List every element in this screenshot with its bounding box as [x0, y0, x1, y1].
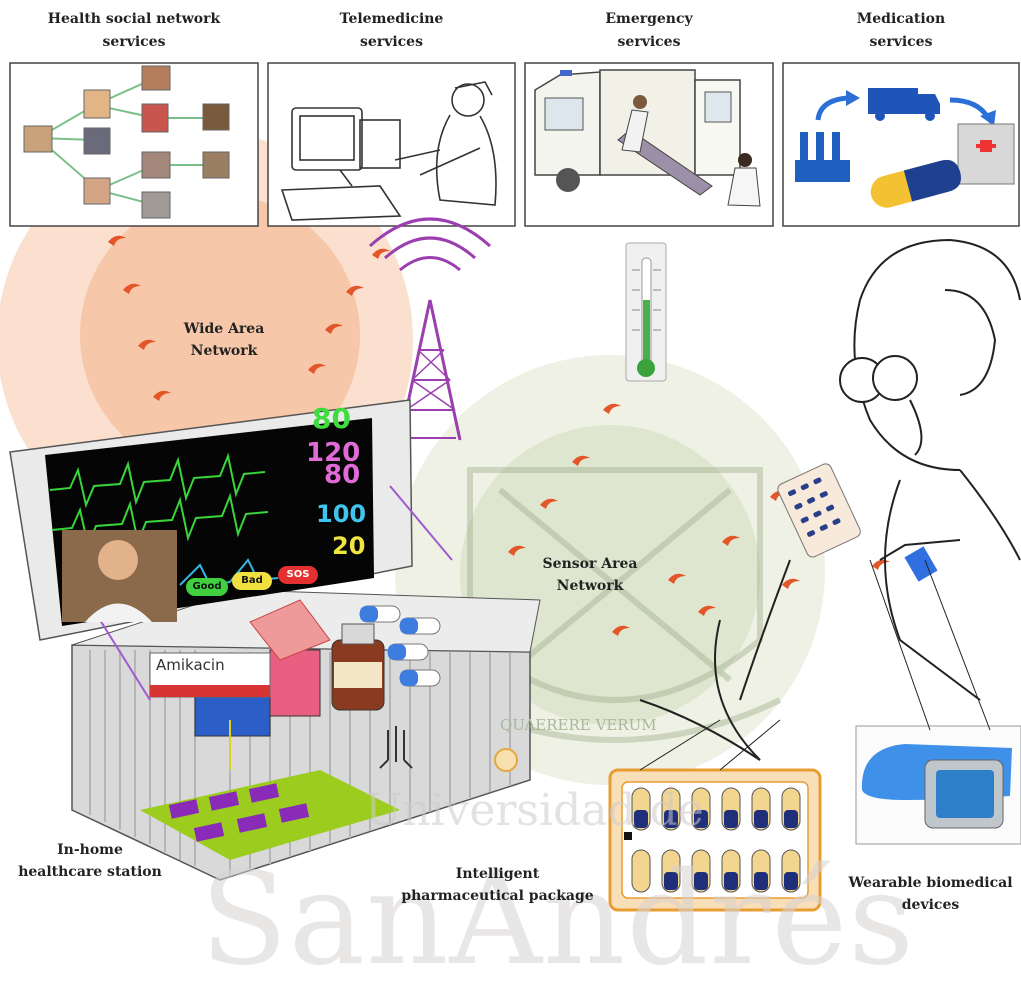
spo2-value: 100: [316, 500, 367, 528]
sos-button[interactable]: SOS: [278, 566, 318, 584]
wearable-label: Wearable biomedical devices: [848, 875, 1013, 913]
header-social: Health social network services: [47, 11, 221, 50]
watermark-university: Universidad de: [365, 785, 704, 836]
blister-pack: [249, 599, 331, 661]
san-label: Sensor Area Network: [542, 556, 638, 594]
wan-label: Wide Area Network: [183, 321, 265, 359]
telemedicine-sketch: [280, 81, 497, 221]
wan-inner-circle: [80, 195, 360, 475]
pill-capsule-icon: [870, 159, 962, 208]
capsule-grid: [624, 787, 801, 893]
panel-telemedicine: [267, 62, 516, 227]
wrist-sensor: [904, 546, 938, 582]
social-avatars: [23, 65, 230, 219]
heart-rate-value: 80: [312, 402, 351, 435]
arrow-to-truck: [815, 95, 849, 121]
san-inner-circle: [460, 425, 760, 725]
header-medication: Medication services: [856, 11, 946, 50]
station-dial: [494, 748, 518, 772]
ambulance-sketch: [534, 69, 761, 207]
good-button[interactable]: Good: [186, 578, 228, 596]
home-station-label: In-home healthcare station: [18, 842, 162, 880]
bp-diastolic-value: 80: [324, 460, 361, 490]
watermark-motto: QUAERERE VERUM: [500, 716, 657, 734]
watermark-san-andres: SanAndrés: [200, 845, 915, 981]
truck-icon: [868, 88, 918, 114]
social-network-graph: [37, 77, 215, 206]
wearable-device-photo: [855, 725, 1021, 845]
station-logo: [379, 726, 413, 769]
bad-button[interactable]: Bad: [232, 572, 272, 590]
wan-signal-marks: [108, 235, 390, 401]
hand-pill-strip: [777, 463, 861, 558]
header-emergency: Emergency services: [605, 11, 693, 50]
resp-value: 20: [332, 532, 366, 560]
bp-systolic-value: 120: [306, 438, 361, 468]
factory-icon: [795, 160, 850, 182]
ecg-waveform-1: [49, 452, 266, 509]
patient-sketch: [639, 238, 1021, 761]
header-telemedicine: Telemedicine services: [339, 11, 444, 50]
medication-flow: [795, 88, 1015, 208]
hospital-icon: [957, 123, 1015, 185]
pharma-package: [608, 768, 822, 912]
pink-medicine-box: [269, 649, 321, 717]
thermometer-icon: [625, 242, 667, 382]
pharma-package-label: Intelligent pharmaceutical package: [401, 866, 594, 904]
amikacin-label: Amikacin: [156, 656, 225, 674]
